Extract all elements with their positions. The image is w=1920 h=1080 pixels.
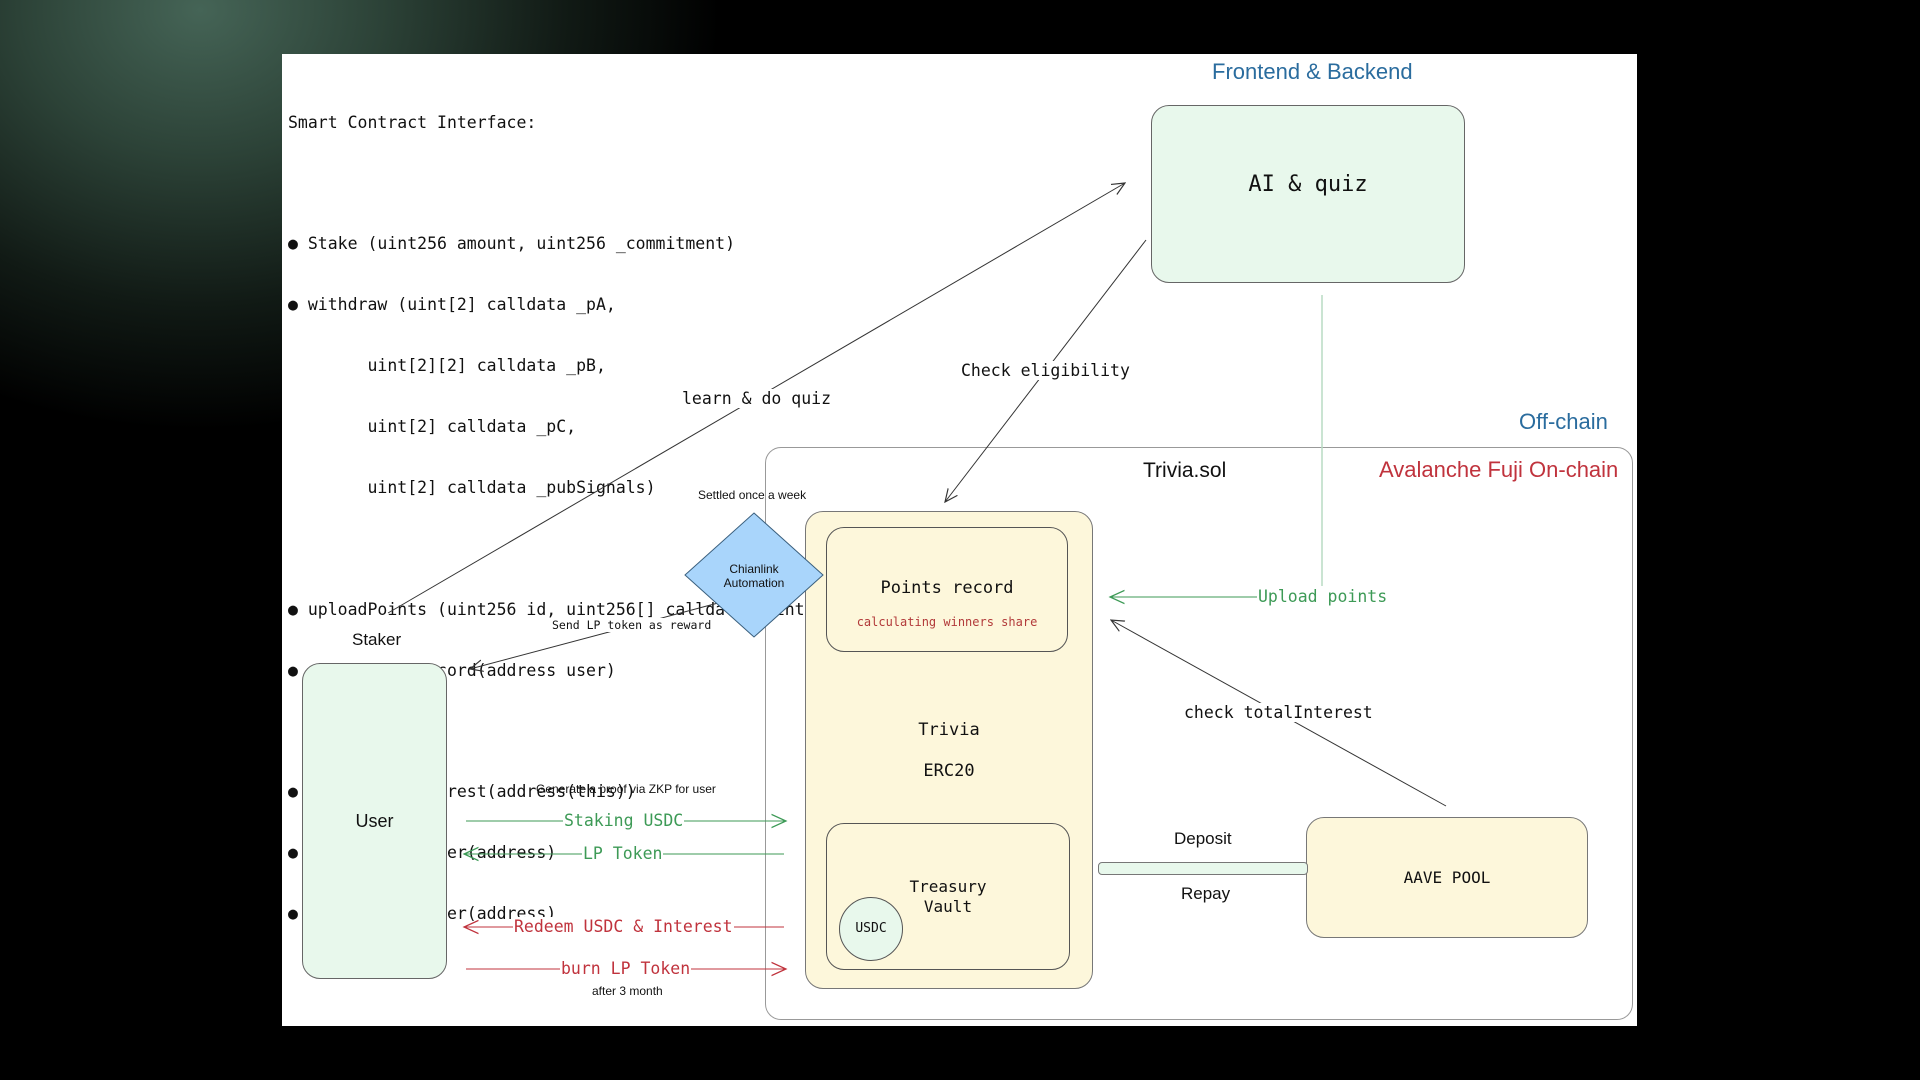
chainlink-label-line: Automation — [723, 576, 785, 590]
usdc-token-circle[interactable] — [839, 897, 903, 961]
learn-quiz-label: learn & do quiz — [680, 389, 834, 408]
points-record-node[interactable] — [826, 527, 1068, 652]
chainlink-caption: Settled once a week — [698, 488, 807, 502]
usdc-label: USDC — [855, 921, 887, 936]
onchain-container — [765, 447, 1633, 1020]
ai-quiz-label: AI & quiz — [1248, 172, 1368, 197]
erc20-label: ERC20 — [923, 761, 975, 781]
frontend-backend-label: Frontend & Backend — [1212, 59, 1413, 84]
user-node[interactable] — [302, 663, 447, 979]
interface-line: ● Stake (uint256 amount, uint256 _commit… — [288, 234, 736, 254]
chainlink-label: Chianlink Automation — [685, 562, 823, 590]
user-label: User — [355, 811, 394, 831]
contract-name-label: Trivia.sol — [1143, 459, 1227, 482]
staking-usdc-label: Staking USDC — [563, 811, 685, 830]
interface-line: ● withdraw (uint[2] calldata _pA, — [288, 295, 616, 315]
points-record-subtitle: calculating winners share — [856, 615, 1038, 629]
interface-line: uint[2] calldata _pubSignals) — [288, 477, 656, 497]
upload-points-label: Upload points — [1257, 587, 1389, 606]
offchain-label: Off-chain — [1519, 409, 1608, 434]
check-eligibility-label: Check eligibility — [959, 361, 1132, 380]
zkp-note: Generate a proof via ZKP for user — [536, 782, 716, 796]
staker-caption: Staker — [352, 630, 402, 649]
treasury-vault-label: Treasury Vault — [826, 877, 1070, 917]
send-lp-arrow — [470, 602, 719, 669]
lp-token-label: LP Token — [582, 844, 664, 863]
deposit-label: Deposit — [1174, 829, 1232, 848]
aave-pool-node[interactable] — [1306, 817, 1588, 938]
check-interest-label: check totalInterest — [1182, 703, 1375, 722]
ai-quiz-node[interactable] — [1151, 105, 1465, 283]
interface-line: uint[2] calldata _pC, — [288, 417, 577, 437]
treasury-label-line: Vault — [923, 897, 973, 916]
interface-line: uint[2][2] calldata _pB, — [288, 356, 606, 376]
interface-title: Smart Contract Interface: — [288, 112, 537, 132]
aave-pool-label: AAVE POOL — [1403, 868, 1491, 887]
redeem-label: Redeem USDC & Interest — [513, 917, 734, 936]
repay-label: Repay — [1181, 884, 1231, 903]
onchain-label: Avalanche Fuji On-chain — [1379, 457, 1619, 482]
chainlink-label-line: Chianlink — [729, 562, 779, 576]
burn-note: after 3 month — [592, 984, 663, 998]
deposit-repay-pipe — [1098, 862, 1308, 875]
trivia-label: Trivia — [918, 720, 980, 740]
chainlink-automation-node[interactable] — [684, 512, 824, 638]
interface-line: ● uploadPoints (uint256 id, uint256[] ca… — [288, 599, 825, 619]
send-lp-label: Send LP token as reward — [550, 618, 714, 632]
points-record-label: Points record — [880, 578, 1014, 598]
burn-lp-label: burn LP Token — [560, 959, 692, 978]
treasury-label-line: Treasury — [909, 877, 987, 896]
